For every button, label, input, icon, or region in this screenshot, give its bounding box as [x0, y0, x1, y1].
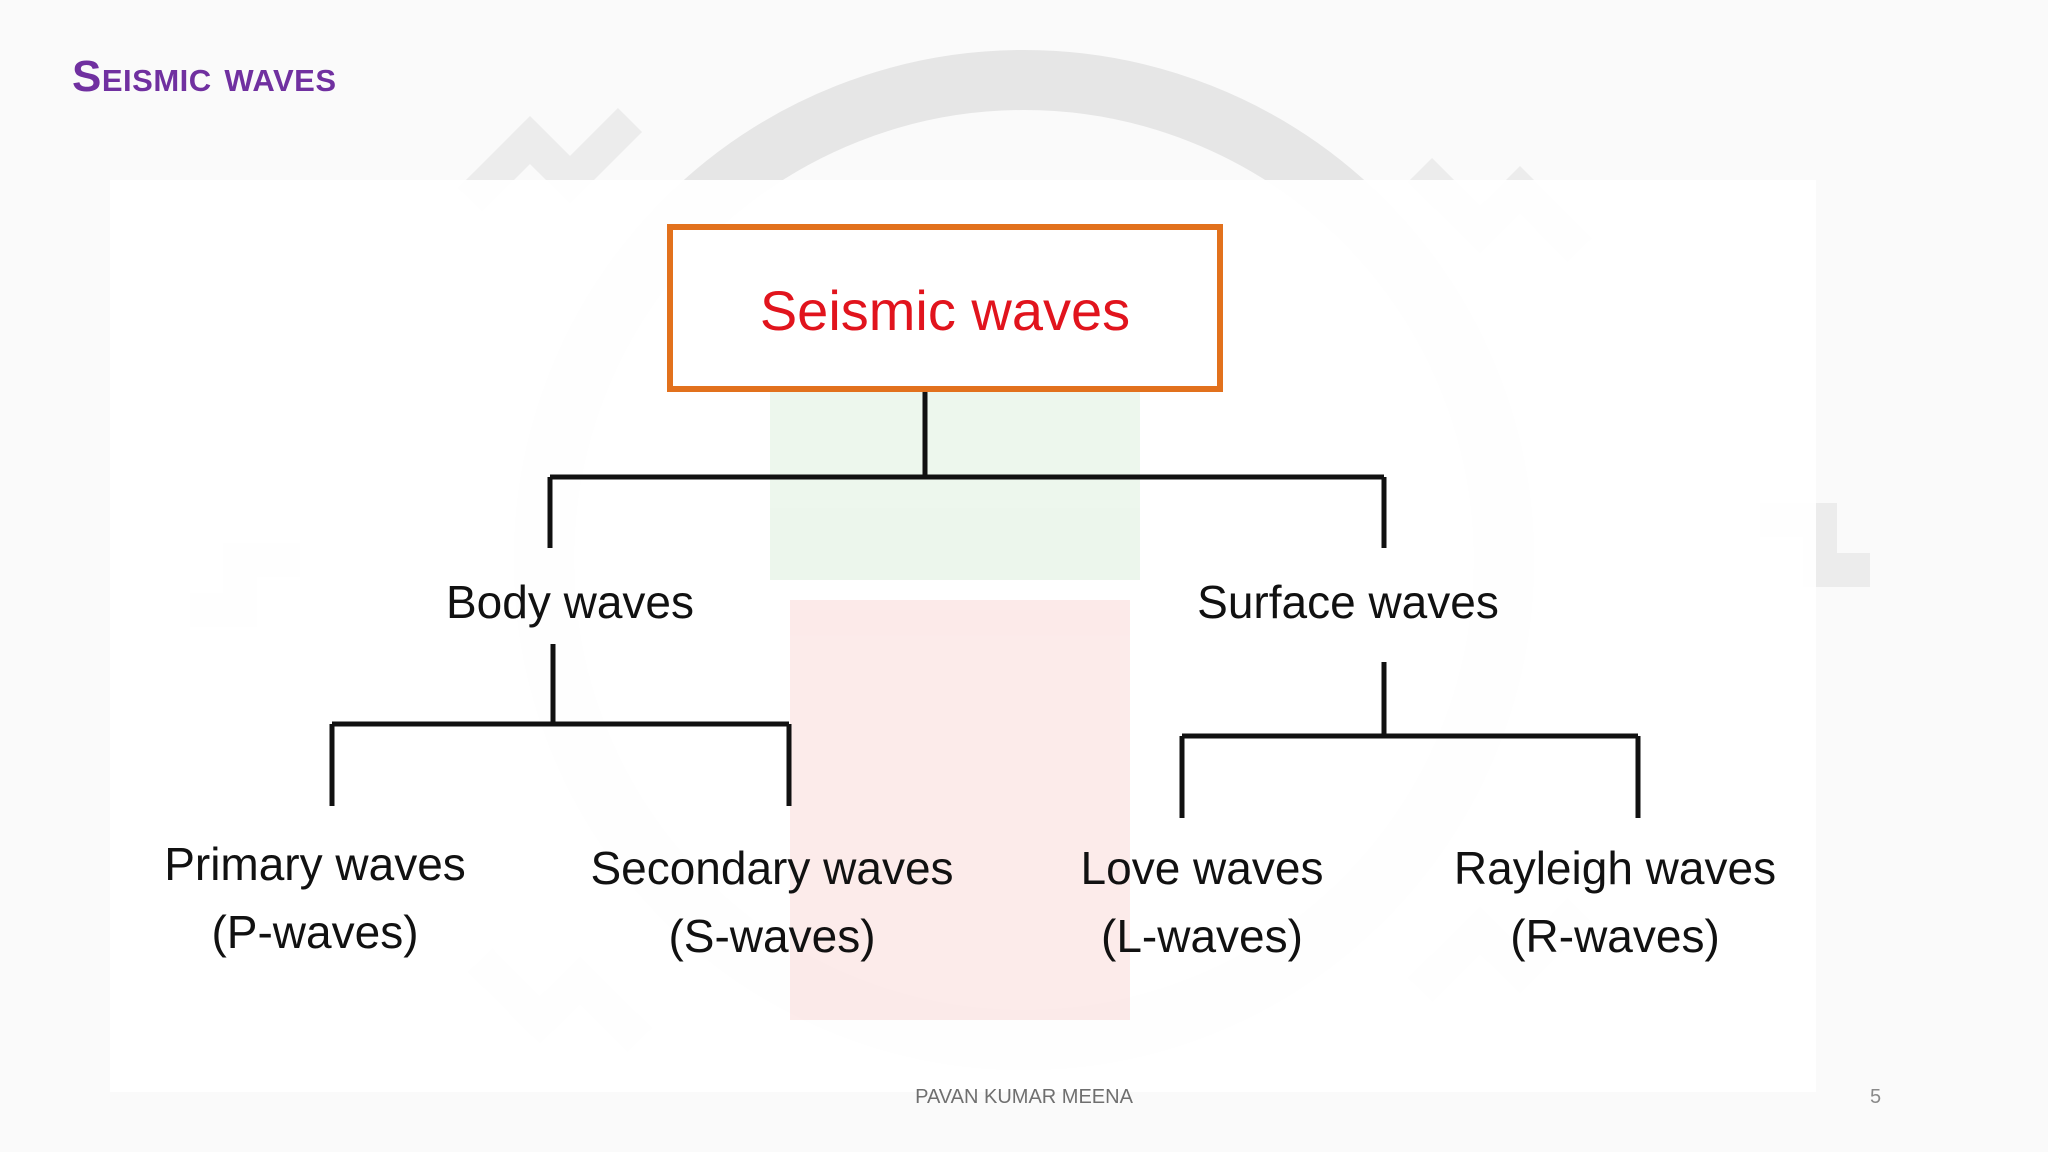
- diagram-panel: Seismic waves Body waves Surfa: [110, 180, 1816, 1092]
- s-waves-label: (S-waves): [668, 910, 875, 962]
- rayleigh-waves-label: Rayleigh waves: [1454, 842, 1776, 894]
- surface-waves-label: Surface waves: [1197, 576, 1499, 628]
- body-waves-label: Body waves: [446, 576, 694, 628]
- page-number: 5: [1870, 1086, 1882, 1108]
- primary-waves-label: Primary waves: [164, 838, 466, 890]
- l-waves-label: (L-waves): [1101, 910, 1303, 962]
- connector-lines: [329, 392, 1641, 818]
- slide-title: Seismic waves: [72, 52, 337, 101]
- p-waves-label: (P-waves): [211, 906, 418, 958]
- seismic-waves-tree-diagram: Seismic waves Body waves Surfa: [164, 224, 1776, 1020]
- footer-author: PAVAN KUMAR MEENA: [915, 1086, 1133, 1108]
- love-waves-label: Love waves: [1081, 842, 1324, 894]
- r-waves-label: (R-waves): [1510, 910, 1720, 962]
- secondary-waves-label: Secondary waves: [590, 842, 953, 894]
- clear-ias-watermark: [770, 390, 1140, 1020]
- root-node-label: Seismic waves: [760, 279, 1130, 342]
- root-node-box: [667, 224, 1223, 392]
